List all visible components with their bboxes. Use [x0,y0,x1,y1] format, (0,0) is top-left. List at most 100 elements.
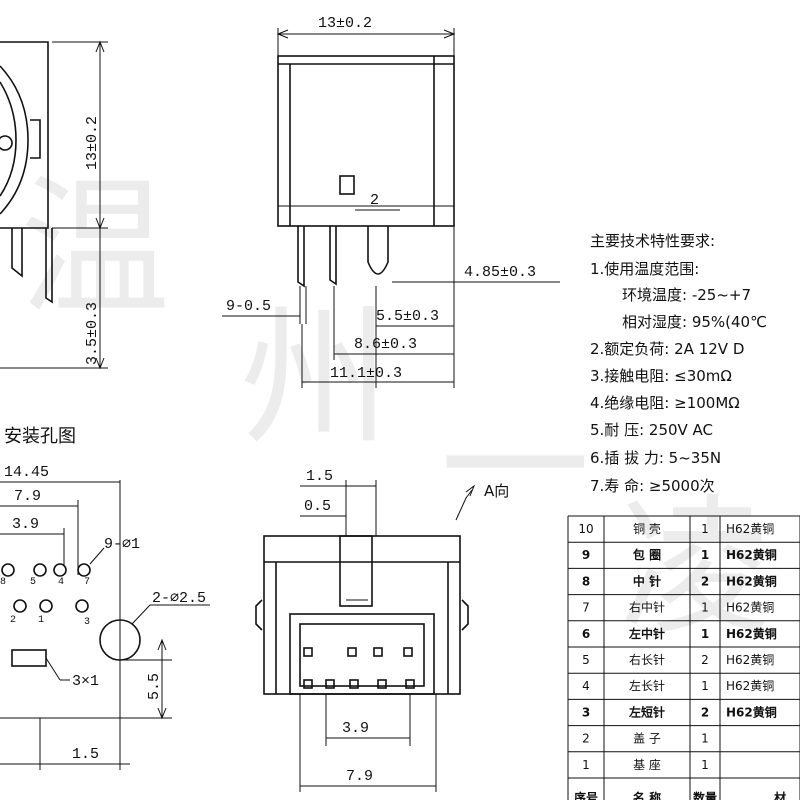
pin-number-8: 8 [0,577,6,588]
hole-dim-14-45: 14.45 [4,464,49,481]
bom-row-material: H62黄铜 [726,678,774,693]
bom-row-no: 2 [582,732,590,746]
bom-header-no: 序号 [574,790,598,800]
a-dim-0-5: 0.5 [304,498,331,515]
pin-number-2: 2 [10,615,16,626]
a-dim-1-5: 1.5 [306,468,333,485]
dim-11-1: 11.1±0.3 [330,365,402,382]
bom-row-name: 左中针 [628,626,665,641]
bom-row-qty: 1 [701,548,709,562]
side-view: 13±0.2 3.5±0.3 [0,40,108,370]
bom-row-no: 9 [582,548,590,562]
bom-row-qty: 2 [701,705,709,719]
bom-row-name: 基 座 [633,757,661,772]
req-line-9: 7.寿 命: ≥5000次 [590,477,715,495]
side-height-dim: 13±0.2 [84,116,101,170]
bom-row-no: 10 [578,522,593,536]
req-line-3: 相对湿度: 95%(40℃ [622,313,767,331]
front-width-dim: 13±0.2 [318,15,372,32]
a-view-key [339,535,373,607]
bom-row-name: 右长针 [629,652,665,667]
bom-row-no: 4 [582,679,590,693]
requirements: 主要技术特性要求: 1.使用温度范围: 环境温度: -25~+7 相对湿度: 9… [590,232,767,495]
bom-row-material: H62黄铜 [726,573,777,588]
hole-dim-7-9: 7.9 [14,488,41,505]
hole-dim-3-9: 3.9 [12,516,39,533]
a-view: 1.5 0.5 A向 3.9 7.9 [255,468,509,792]
req-line-2: 环境温度: -25~+7 [622,286,751,304]
req-line-7: 5.耐 压: 250V AC [590,421,713,439]
req-line-1: 1.使用温度范围: [590,260,699,278]
a-view-cavity [289,613,435,695]
a-view-body [263,535,461,695]
pin-number-4: 4 [58,577,64,588]
bom-row-no: 5 [582,653,590,667]
bom-row-name: 中 针 [633,573,661,588]
watermark-char-1: 温 [20,162,170,336]
bom-row-no: 1 [582,758,590,772]
mount-hole-dim: 2-⌀2.5 [152,590,206,607]
bom-row-qty: 1 [701,522,709,536]
slot-dim: 3×1 [72,673,99,690]
bom-row-qty: 2 [701,574,709,588]
dim-8-6: 8.6±0.3 [354,336,417,353]
req-line-4: 2.额定负荷: 2A 12V D [590,340,744,358]
dim-5-5: 5.5±0.3 [376,308,439,325]
hole-dia-dim: 9-⌀1 [104,536,140,553]
pin-holes: 8 5 4 7 2 1 3 [0,563,91,628]
bom-row-material: H62黄铜 [726,547,777,562]
front-view: 13±0.2 2 9-0.5 5.5±0.3 8.6±0.3 11.1±0.3 … [222,15,560,388]
a-view-contacts [303,647,415,689]
bom-row-no: 3 [582,705,590,719]
pin-number-7: 7 [84,577,90,588]
pin-number-5: 5 [30,577,36,588]
a-dim-7-9: 7.9 [346,768,373,785]
a-view-label: A向 [484,482,509,500]
bom-row-material: H62黄铜 [726,600,774,615]
watermark-char-3: 一 [440,382,590,556]
bom-row-name: 左长针 [629,678,665,693]
bom-header-material: 材 [773,790,786,800]
pin-number-3: 3 [84,617,90,628]
pin-number-1: 1 [38,615,44,626]
pin-pitch-dim: 2 [370,192,379,209]
req-title: 主要技术特性要求: [590,232,715,250]
slot-hole [11,649,47,667]
bom-row-name: 包 圈 [632,547,661,562]
bom-row-no: 8 [582,574,590,588]
side-pin-length-dim: 3.5±0.3 [84,302,101,365]
bom-row-qty: 2 [701,653,709,667]
bom-row-name: 右中针 [629,600,665,615]
bom-row-material: H62黄铜 [726,626,777,641]
bom-header-name: 名 称 [633,790,661,800]
bom-row-qty: 1 [701,679,709,693]
bom-row-qty: 1 [701,601,709,615]
req-line-6: 4.绝缘电阻: ≥100MΩ [590,394,740,412]
hole-dim-5-5: 5.5 [146,673,163,700]
req-line-5: 3.接触电阻: ≤30mΩ [590,367,732,385]
bom-header-qty: 数量 [693,790,717,800]
a-dim-3-9: 3.9 [342,720,369,737]
pin-width-dim: 9-0.5 [226,298,271,315]
watermark-char-2: 州 [240,292,390,466]
bom-row-material: H62黄铜 [726,521,774,536]
hole-plan-title: 安装孔图 [4,426,76,447]
req-line-8: 6.插 拔 力: 5~35N [590,449,721,467]
bom-row-name: 铜 壳 [633,521,661,536]
front-body [277,55,455,227]
watermark: 温 州 一 凌 [20,162,770,656]
bom-row-name: 左短针 [628,704,665,719]
bom-row-name: 盖 子 [633,732,661,746]
bom-row-qty: 1 [701,732,709,746]
bom-row-qty: 1 [701,758,709,772]
hole-plan: 安装孔图 14.45 7.9 3.9 8 5 4 7 2 1 3 3×1 [0,426,210,770]
front-window [339,175,355,195]
bom-row-qty: 1 [701,627,709,641]
bom-row-no: 6 [582,627,590,641]
bom-row-material: H62黄铜 [726,652,774,667]
bom-row-material: H62黄铜 [726,704,777,719]
dim-4-85: 4.85±0.3 [464,264,536,281]
watermark-char-4: 凌 [620,482,770,656]
